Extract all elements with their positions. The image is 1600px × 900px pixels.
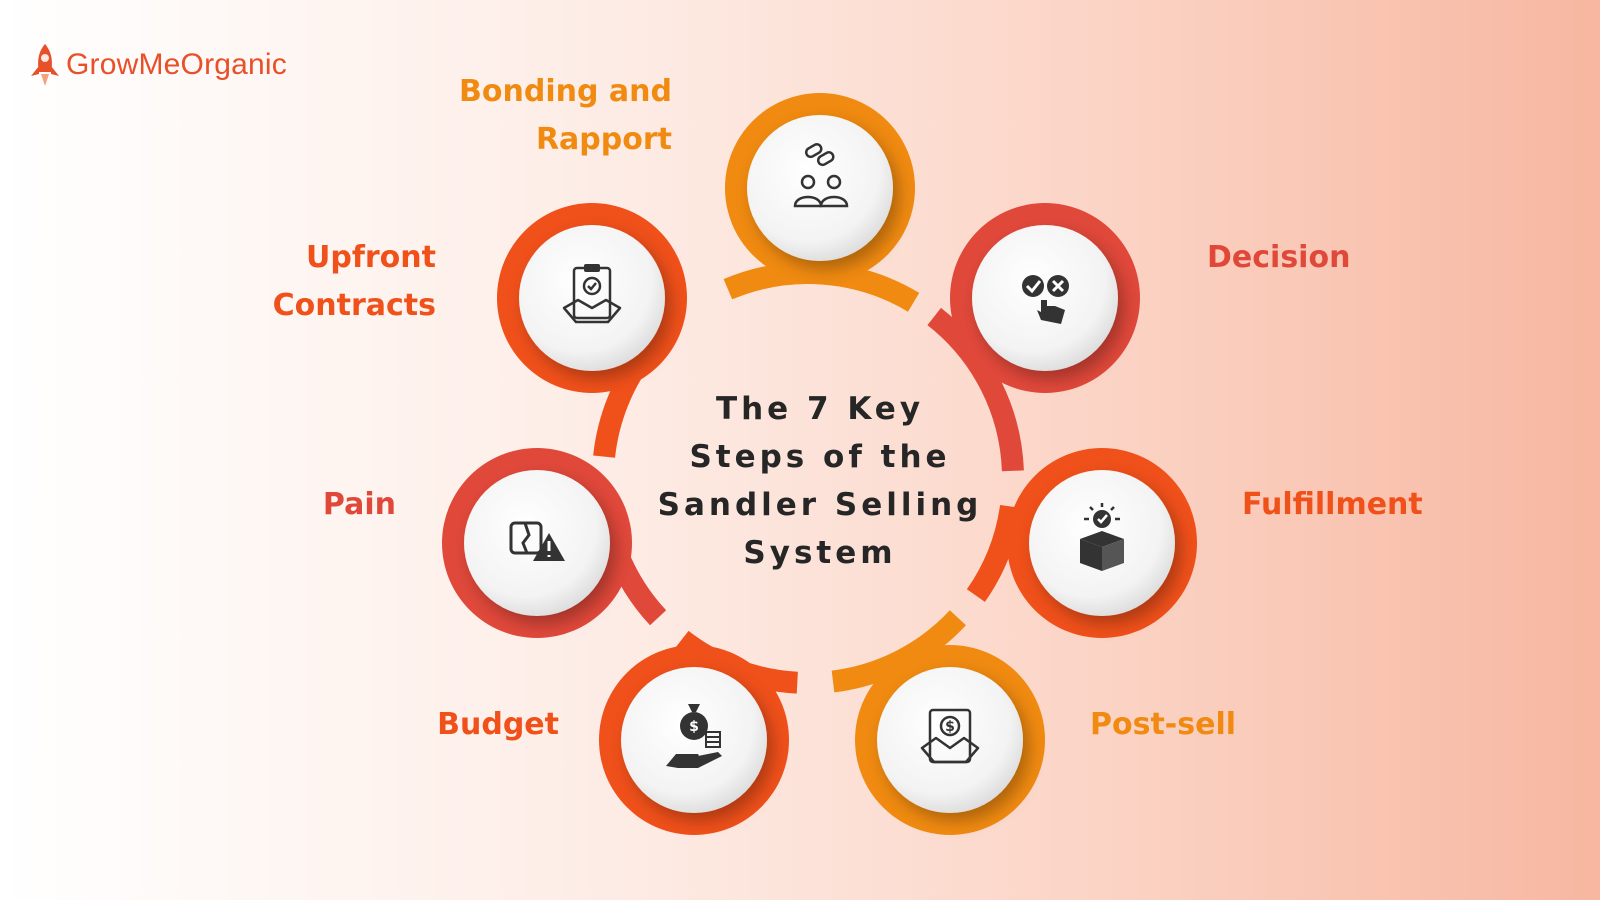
broken-warning-icon (509, 521, 565, 561)
step-node (950, 203, 1140, 393)
contract-handshake-icon (562, 264, 622, 324)
step-node: $ (855, 645, 1045, 835)
step-disc (747, 115, 893, 261)
title-line: The 7 Key (715, 391, 925, 427)
step-node (497, 203, 687, 393)
money-bag-hand-icon: $ (666, 704, 722, 768)
step-label-decision: Decision (1207, 234, 1350, 282)
step-label-line: Bonding and (459, 74, 672, 109)
brand-name: GrowMeOrganic (66, 48, 287, 81)
step-node (442, 448, 632, 638)
step-label-upfront-contracts: Upfront Contracts (273, 234, 436, 330)
connection-people-icon (793, 143, 849, 208)
step-label-line: Pain (322, 487, 396, 522)
title-line: Sandler Selling (657, 487, 983, 523)
connector-arc (927, 307, 1024, 472)
step-label-bonding-and-rapport: Bonding and Rapport (459, 68, 672, 164)
step-label-line: Upfront (306, 240, 436, 275)
step-label-post-sell: Post-sell (1090, 701, 1236, 749)
step-label-pain: Pain (323, 481, 396, 529)
title-line: Steps of the (689, 439, 951, 475)
handshake-dollar-icon: $ (920, 708, 980, 764)
step-disc (877, 667, 1023, 813)
step-label-line: Decision (1207, 240, 1351, 275)
step-label-line: Rapport (535, 122, 672, 157)
svg-text:$: $ (689, 719, 699, 735)
title-line: System (743, 535, 897, 571)
step-label-line: Contracts (272, 288, 436, 323)
step-label-budget: Budget (437, 701, 559, 749)
step-node (1007, 448, 1197, 638)
step-nodes: $$ (442, 93, 1197, 835)
step-disc (464, 470, 610, 616)
step-disc (519, 225, 665, 371)
svg-text:$: $ (945, 719, 955, 735)
step-label-fulfillment: Fulfillment (1242, 481, 1423, 529)
delivered-box-icon (1080, 503, 1124, 571)
step-label-line: Budget (437, 707, 559, 742)
connector-arc (966, 504, 1022, 602)
step-node (725, 93, 915, 283)
check-cross-choice-icon (1022, 275, 1069, 324)
rocket-icon (31, 44, 59, 86)
step-node: $ (599, 645, 789, 835)
diagram-title: The 7 Key Steps of the Sandler Selling S… (620, 385, 1020, 577)
step-disc (972, 225, 1118, 371)
brand-logo: GrowMeOrganic (26, 40, 287, 90)
step-label-line: Fulfillment (1242, 487, 1423, 522)
step-label-line: Post-sell (1090, 707, 1237, 742)
